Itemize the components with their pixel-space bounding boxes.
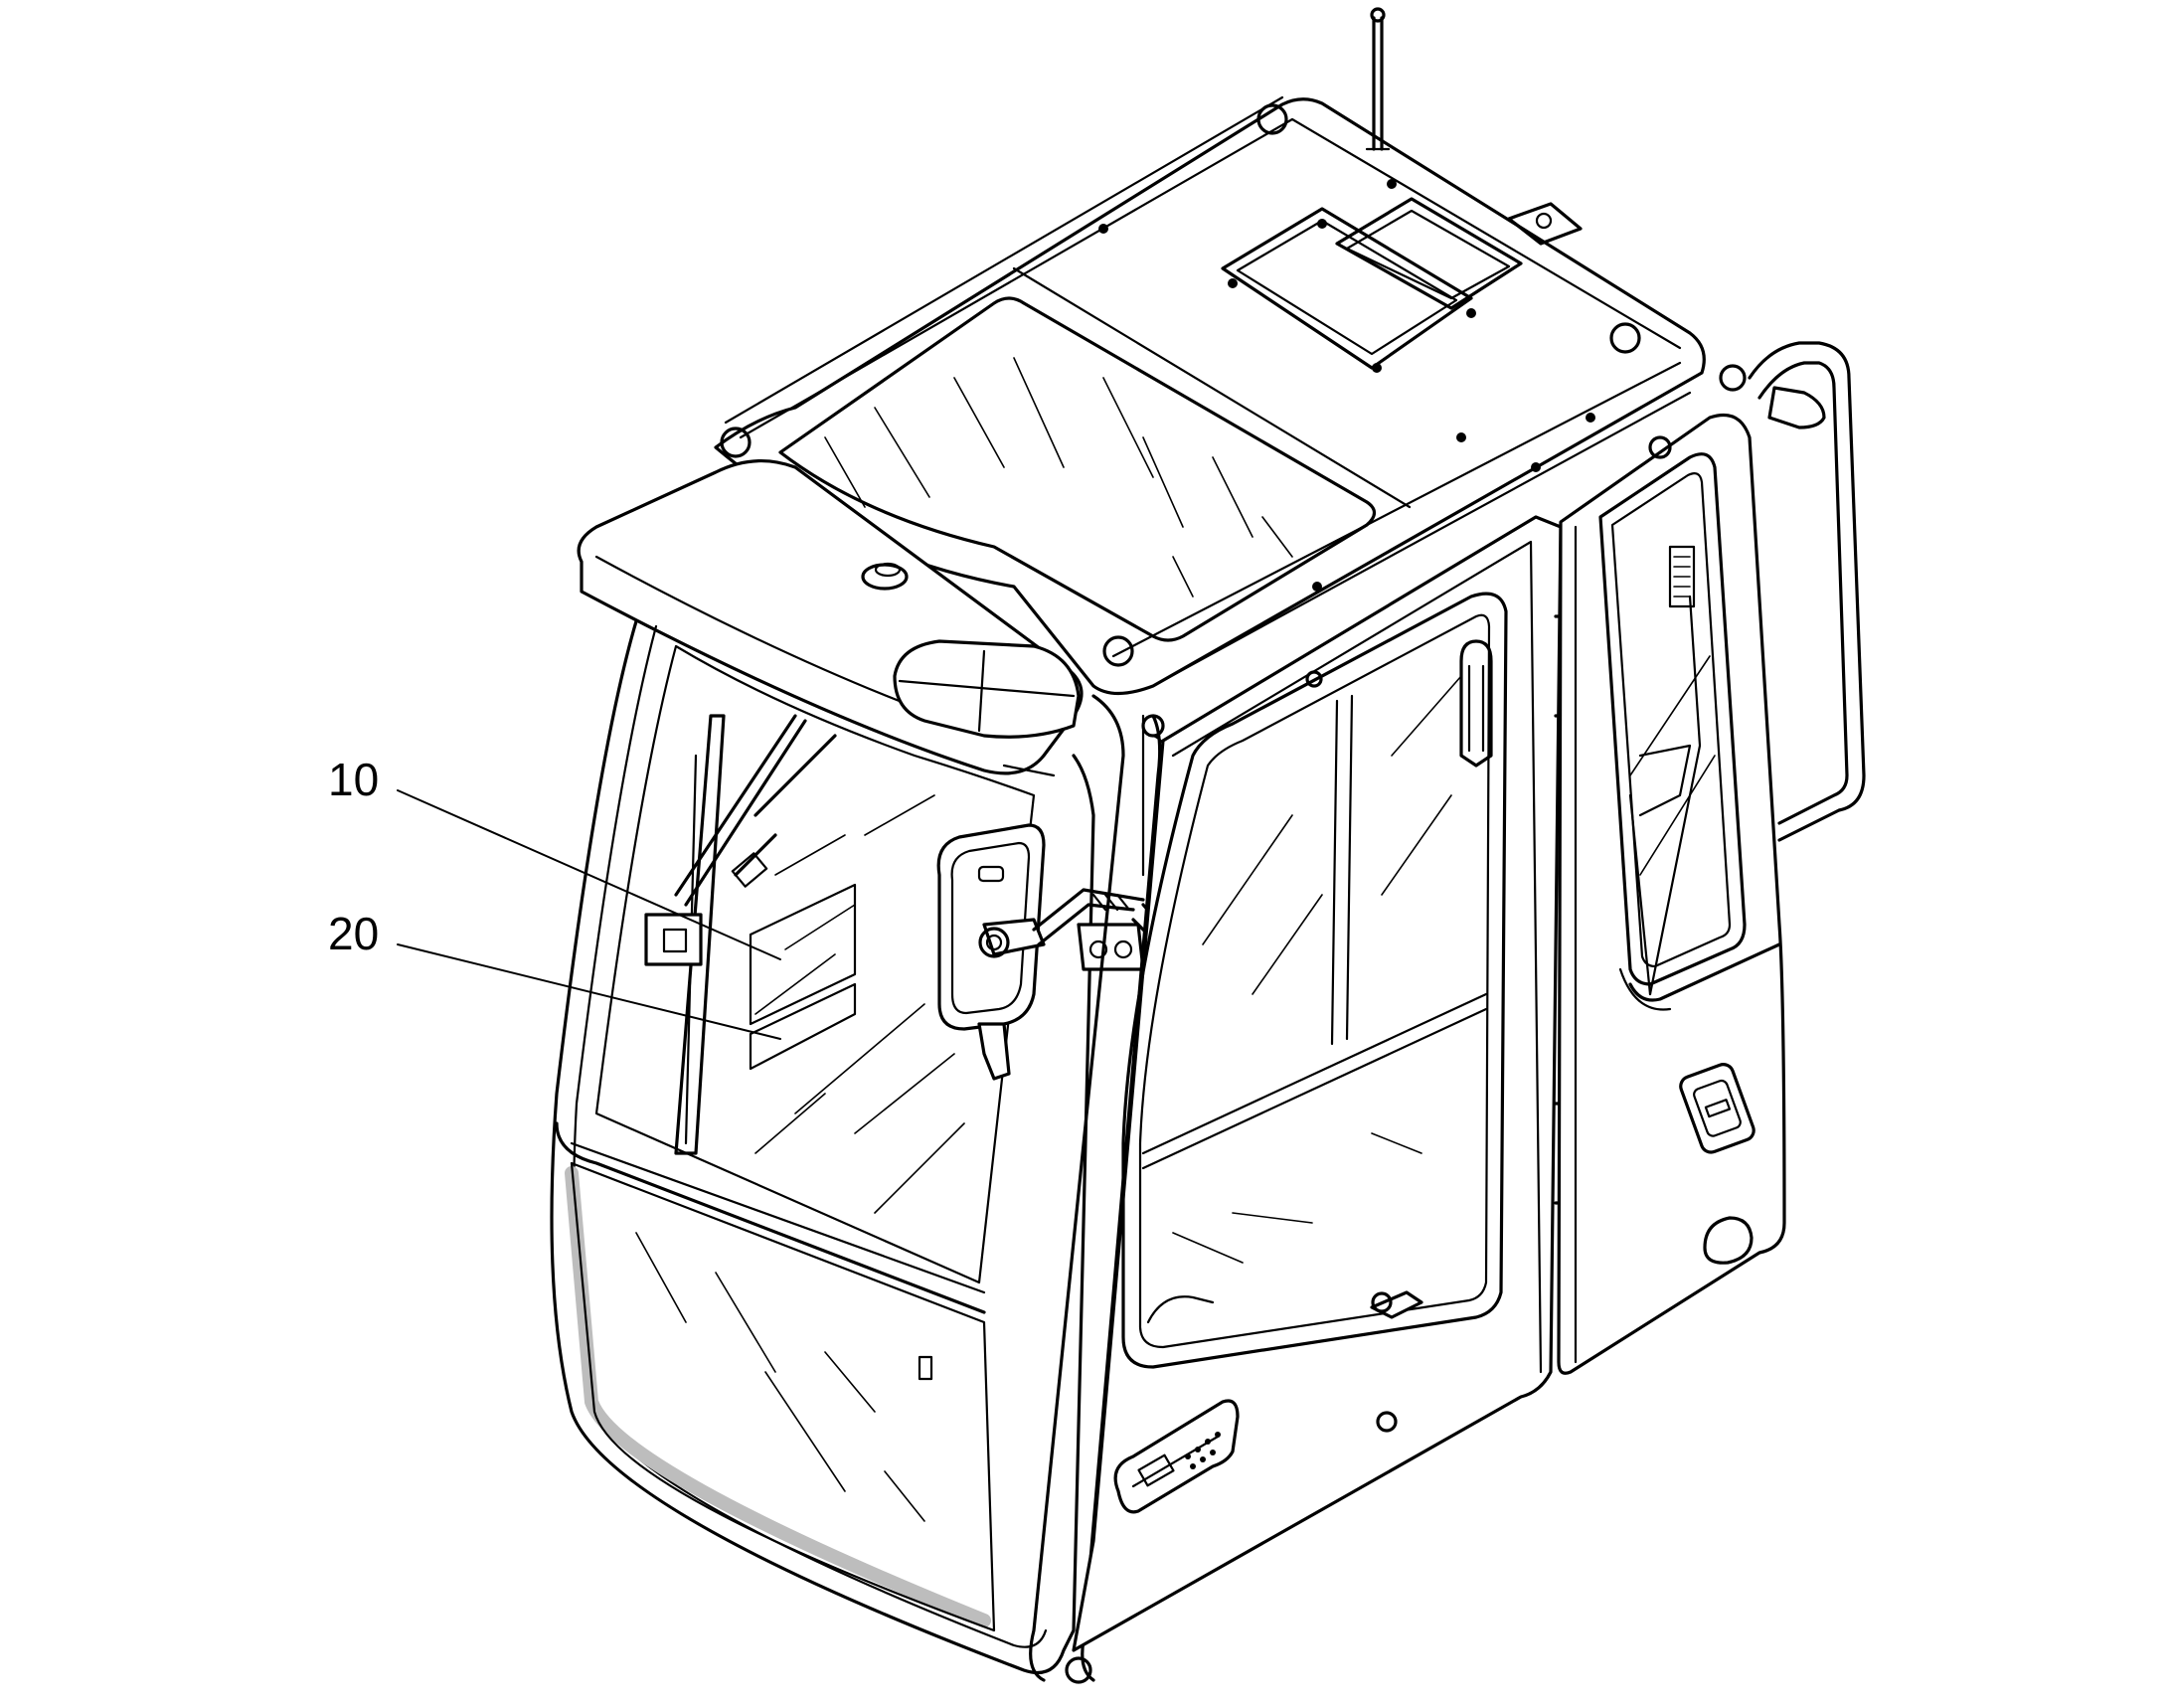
rear-side-window [1598,435,1747,996]
windshield-wiper [644,714,837,1155]
roof-skylight [778,296,1377,642]
roof-hatch [1221,197,1523,373]
side-vent [1679,1063,1755,1154]
door-window [1121,592,1508,1369]
windshield-lower [565,1161,996,1632]
front-frame [550,619,1095,1675]
side-marker-light [1703,1216,1754,1265]
front-pillar [1029,694,1170,1684]
left-mirror [936,823,1145,1081]
decal-10 [749,883,857,1026]
cab-door [1072,515,1563,1652]
door-handle-outer [1113,1399,1240,1514]
roof-bracket [1507,202,1583,246]
rear-grab-rail [1748,341,1866,842]
decal-20 [749,982,857,1071]
rear-side-frame [1618,942,1781,1011]
antenna [1365,7,1391,151]
callout-label-10: 10 [328,754,379,805]
door-grab-handle [1305,639,1493,768]
windshield-upper [594,644,1036,1284]
lifting-eyes [720,103,1747,667]
callout-label-20: 20 [328,908,379,959]
door-latch [1370,1290,1423,1433]
leader-line-20 [397,943,781,1040]
leader-line-10 [397,789,781,960]
work-light [893,639,1081,777]
